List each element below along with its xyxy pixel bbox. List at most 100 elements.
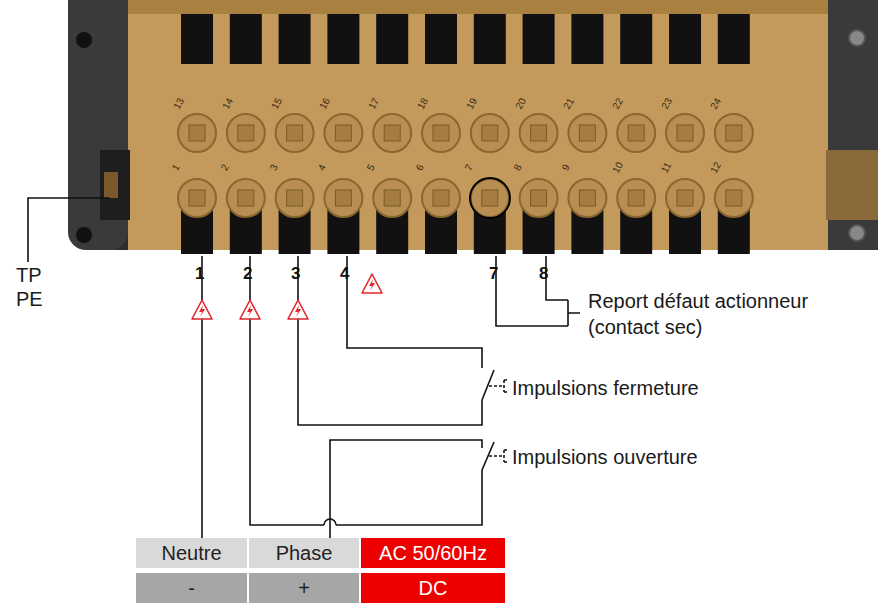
screw-socket <box>579 190 595 206</box>
screw-socket <box>238 190 254 206</box>
warning-triangle <box>192 300 212 319</box>
warning-bolt <box>295 305 301 317</box>
supply-label: AC 50/60Hz <box>379 542 487 565</box>
wires <box>28 198 580 538</box>
supply-box: + <box>249 573 359 603</box>
terminal-screw <box>422 179 460 217</box>
screw-socket <box>433 190 449 206</box>
screw-socket <box>384 190 400 206</box>
supply-label: Neutre <box>161 542 221 565</box>
terminal-number: 1 <box>195 264 204 284</box>
warning-bolt <box>369 279 375 291</box>
wire-entry <box>279 14 311 64</box>
screw-socket <box>335 190 351 206</box>
warning-symbol <box>240 300 260 319</box>
switch-label: Impulsions ouverture <box>512 444 698 470</box>
terminal-screw <box>276 179 314 217</box>
terminal-screw <box>520 114 558 152</box>
switch-label: Impulsions fermeture <box>512 375 699 401</box>
open-wire <box>250 256 482 525</box>
wire-entry <box>523 14 555 64</box>
terminal-screw <box>324 179 362 217</box>
neutral-wire <box>201 256 203 538</box>
terminal-screw <box>568 179 606 217</box>
screw-socket <box>433 125 449 141</box>
close-common-wire <box>298 256 482 425</box>
left-clip <box>100 150 130 220</box>
fault-wire-8 <box>546 256 568 300</box>
terminal-screw <box>373 114 411 152</box>
warning-triangle <box>240 300 260 319</box>
screw-socket <box>628 125 644 141</box>
pe-wire <box>28 198 110 262</box>
wire-entry <box>181 14 213 64</box>
screw-socket <box>238 125 254 141</box>
screw-socket <box>384 125 400 141</box>
screw-socket <box>287 190 303 206</box>
wire-entry <box>718 14 750 64</box>
terminal-screw <box>422 114 460 152</box>
terminal-screw <box>617 179 655 217</box>
terminal-screw <box>178 179 216 217</box>
fault-wire-7 <box>496 256 568 326</box>
supply-box: Neutre <box>136 538 247 568</box>
screw-socket <box>579 125 595 141</box>
screw-socket <box>677 125 693 141</box>
screw-socket <box>531 125 547 141</box>
switch-close <box>482 370 494 400</box>
supply-label: Phase <box>276 542 333 565</box>
terminal-label: TP <box>16 262 42 288</box>
warning-symbol <box>192 300 212 319</box>
screw-socket <box>531 190 547 206</box>
terminal-screw <box>227 179 265 217</box>
warning-symbol <box>362 274 382 293</box>
supply-label: - <box>188 577 195 600</box>
terminal-screw <box>373 179 411 217</box>
close-wire <box>347 256 482 368</box>
housing-screw <box>849 30 865 46</box>
right-end-cap <box>820 0 878 250</box>
terminal-number: 7 <box>489 264 498 284</box>
warning-bolt <box>247 305 253 317</box>
screw-socket <box>628 190 644 206</box>
terminal-number: 4 <box>340 264 349 284</box>
terminal-screw <box>715 179 753 217</box>
supply-box: - <box>136 573 247 603</box>
housing-screw <box>849 225 865 241</box>
terminal-screw <box>666 179 704 217</box>
terminal-screw <box>666 114 704 152</box>
terminal-screw <box>617 114 655 152</box>
warning-symbol <box>288 300 308 319</box>
wire-entry <box>474 14 506 64</box>
wire-entry <box>425 14 457 64</box>
fault-bracket <box>568 300 580 326</box>
warning-triangle <box>288 300 308 319</box>
wire-entry <box>230 14 262 64</box>
terminal-screw <box>715 114 753 152</box>
supply-box: AC 50/60Hz <box>361 538 505 568</box>
terminal-screw <box>471 179 509 217</box>
terminal-screw <box>471 114 509 152</box>
terminal-7-marker <box>470 178 510 218</box>
screw-socket <box>335 125 351 141</box>
left-clip-inner <box>104 172 118 198</box>
wire-entry <box>571 14 603 64</box>
warning-triangle <box>362 274 382 293</box>
screw-socket <box>189 190 205 206</box>
terminal-label: PE <box>16 286 43 312</box>
terminal-number: 2 <box>243 264 252 284</box>
screw-socket <box>726 125 742 141</box>
terminal-screw <box>520 179 558 217</box>
terminal-screw <box>227 114 265 152</box>
wire-entry <box>376 14 408 64</box>
supply-label: + <box>298 577 310 600</box>
supply-label: DC <box>419 577 448 600</box>
terminal-number: 8 <box>539 264 548 284</box>
housing-screw <box>76 32 92 48</box>
phase-wire <box>330 440 482 538</box>
switch-open <box>482 442 494 470</box>
warning-bolt <box>199 305 205 317</box>
terminal-body-shade <box>128 0 828 14</box>
terminal-screw <box>178 114 216 152</box>
housing-screw <box>76 227 92 243</box>
